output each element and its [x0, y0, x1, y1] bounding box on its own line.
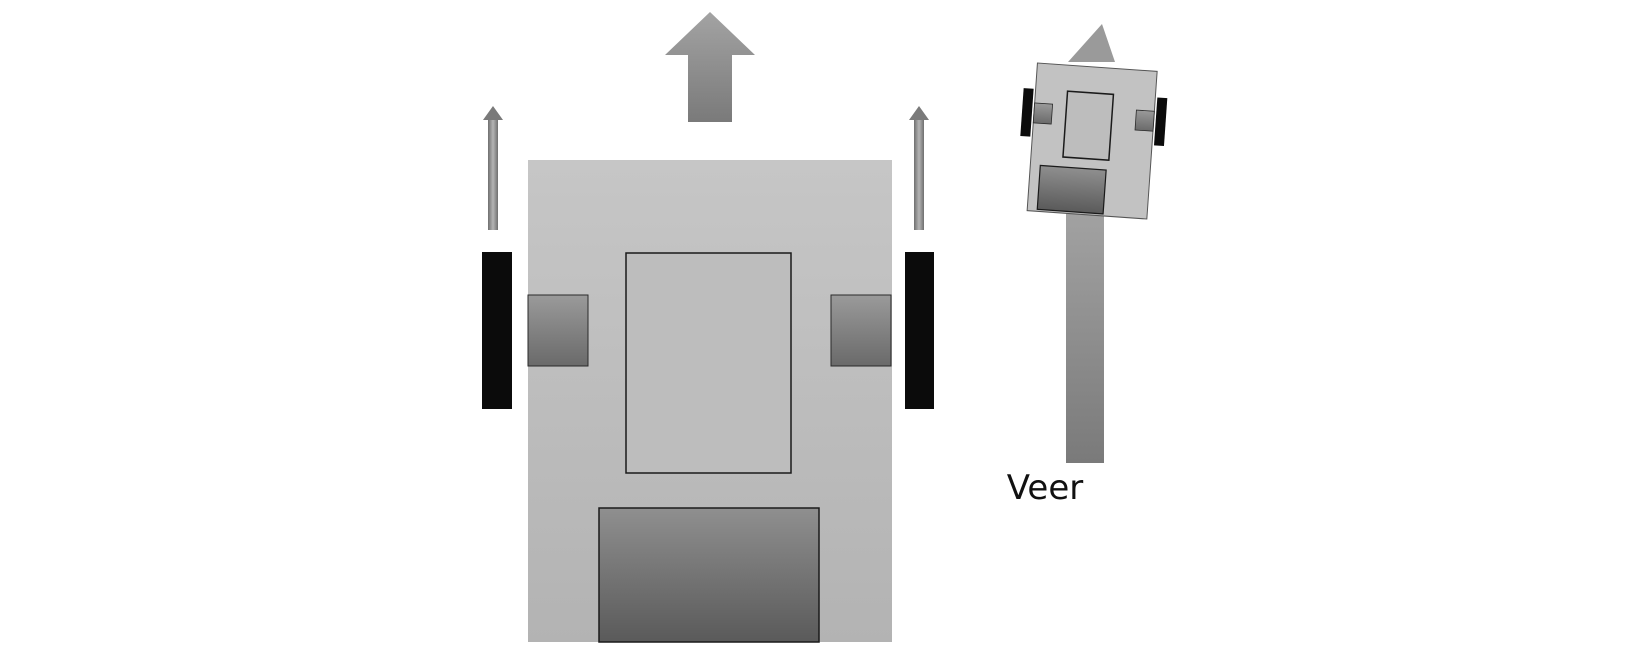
large-robot [482, 12, 934, 643]
left-wheel [482, 252, 512, 409]
small-caster [1036, 164, 1107, 215]
veer-caption: Veer [1006, 468, 1084, 508]
caster-block [598, 507, 820, 643]
forward-arrow [665, 12, 755, 122]
controller-board [625, 252, 792, 474]
right-motor [830, 294, 892, 367]
small-robot [1020, 62, 1168, 220]
small-left-wheel [1020, 88, 1034, 137]
right-wheel-speed-arrow [909, 106, 929, 230]
left-motor [527, 294, 589, 367]
small-left-motor [1032, 102, 1054, 125]
veer-arrow-tip [1068, 24, 1115, 62]
left-wheel-speed-arrow [483, 106, 503, 230]
small-robot-veer [1020, 24, 1168, 463]
right-wheel [905, 252, 934, 409]
small-right-wheel [1153, 97, 1168, 147]
small-board [1062, 90, 1115, 162]
small-right-motor [1134, 109, 1155, 132]
path-trail [1066, 205, 1104, 463]
